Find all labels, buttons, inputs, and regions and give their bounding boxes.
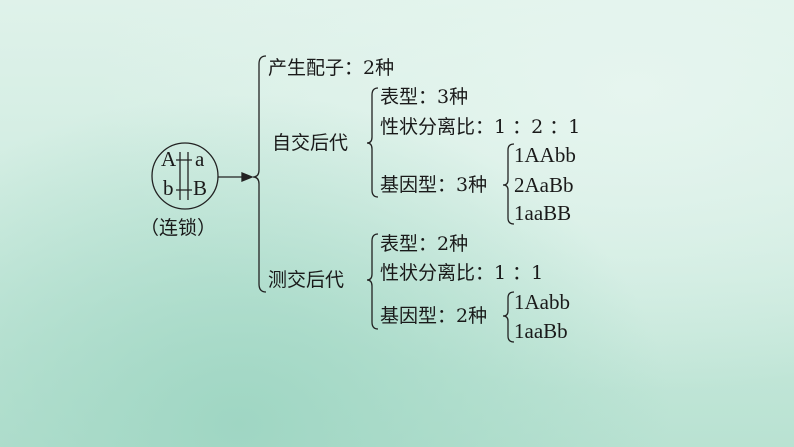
gametes-text: 产生配子：2种 xyxy=(268,57,395,79)
selfing-label: 自交后代 xyxy=(272,132,349,154)
testcross-ratio: 性状分离比：1 ：1 xyxy=(380,262,544,284)
selfing-ratio: 性状分离比：1 ：2 ：1 xyxy=(380,116,581,138)
selfing-genotype-item: 1aaBB xyxy=(514,201,572,225)
chromosome-circle xyxy=(151,142,219,210)
testcross-genotype: 基因型：2种 xyxy=(380,305,488,327)
testcross-genotype-item: 1aaBb xyxy=(514,319,568,343)
brace-selfing-genotypes xyxy=(502,143,515,225)
testcross-genotype-item: 1Aabb xyxy=(514,290,570,314)
testcross-label: 测交后代 xyxy=(268,269,345,291)
allele-b: b xyxy=(163,176,174,200)
brace-testcross-genotypes xyxy=(502,291,515,343)
allele-A: A xyxy=(161,147,177,171)
gene-marks xyxy=(176,159,192,191)
brace-selfing xyxy=(366,87,379,198)
allele-a: a xyxy=(195,147,205,171)
selfing-genotype: 基因型：3种 xyxy=(380,174,488,196)
selfing-genotype-item: 2AaBb xyxy=(514,173,574,197)
linkage-caption: （连锁） xyxy=(140,217,217,239)
testcross-phenotype: 表型：2种 xyxy=(380,233,469,255)
brace-testcross xyxy=(366,233,379,330)
selfing-phenotype: 表型：3种 xyxy=(380,86,469,108)
selfing-genotype-item: 1AAbb xyxy=(514,143,576,167)
brace-main xyxy=(252,55,267,293)
allele-B: B xyxy=(193,176,208,200)
arrow-head xyxy=(241,172,254,182)
